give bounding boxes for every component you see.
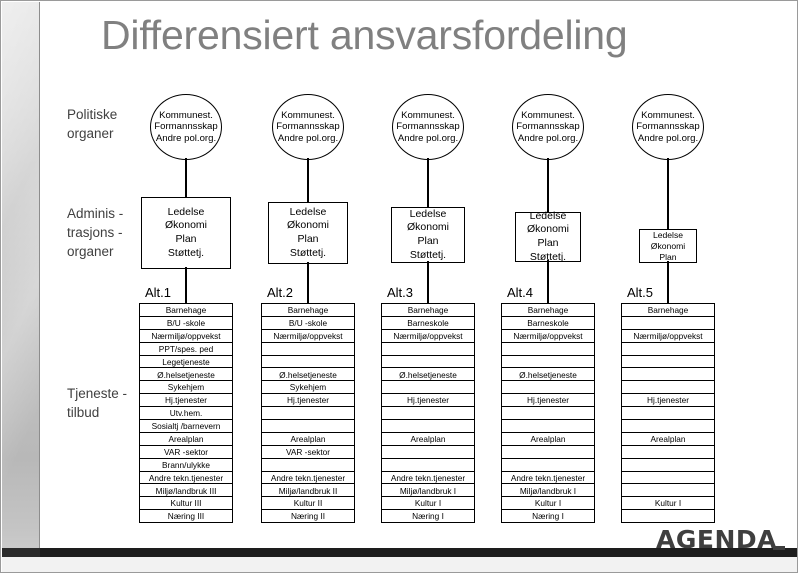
footer-bar-left	[2, 548, 40, 557]
political-line: Formannsskap	[276, 121, 340, 133]
admin-line: Økonomi	[526, 223, 569, 236]
service-row[interactable]: Nærmiljø/oppvekst	[501, 328, 595, 343]
left-gradient-band	[2, 2, 40, 572]
service-row[interactable]: Nærmiljø/oppvekst	[621, 328, 715, 343]
row-label-administrative: Adminis - trasjons - organer	[67, 206, 124, 259]
service-row[interactable]: Sosialtj /barnevern	[139, 419, 233, 434]
admin-line: Plan	[297, 233, 319, 245]
band-highlight	[2, 2, 39, 572]
admin-line: Økonomi	[650, 240, 686, 251]
admin-line: Ledelse	[167, 205, 205, 218]
service-row[interactable]: Næring I	[381, 509, 475, 524]
admin-line: Ledelse	[409, 207, 447, 220]
political-line: Andre pol.org.	[155, 132, 217, 144]
connector-admin-services-alt4	[547, 260, 549, 303]
admin-line: Plan	[417, 235, 439, 247]
alt-caption-alt1: Alt.1	[145, 285, 172, 300]
political-line: Formannsskap	[516, 121, 580, 133]
political-line: Formannsskap	[154, 121, 218, 133]
connector-admin-services-alt3	[427, 261, 429, 303]
political-line: Formannsskap	[636, 121, 700, 133]
political-line: Andre pol.org.	[517, 132, 579, 144]
connector-admin-services-alt2	[307, 262, 309, 303]
alt-caption-alt2: Alt.2	[267, 285, 294, 300]
alt-caption-alt3: Alt.3	[387, 285, 414, 300]
service-row[interactable]: Andre tekn.tjenester	[139, 470, 233, 485]
service-row[interactable]: Nærmiljø/oppvekst	[261, 328, 355, 343]
political-line: Andre pol.org.	[397, 132, 459, 144]
admin-line: Ledelse	[529, 209, 567, 222]
footer-bar	[40, 548, 797, 557]
admin-line: Plan	[175, 233, 197, 245]
political-line: Kommunest.	[401, 109, 455, 121]
connector-political-admin-alt3	[427, 158, 429, 207]
admin-line: Plan	[659, 251, 677, 262]
connector-political-admin-alt2	[307, 158, 309, 202]
political-line: Formannsskap	[396, 121, 460, 133]
admin-line: Støttetj.	[289, 246, 327, 259]
service-row[interactable]: Andre tekn.tjenester	[381, 470, 475, 485]
connector-admin-services-alt5	[667, 261, 669, 303]
service-row[interactable]: Andre tekn.tjenester	[261, 470, 355, 485]
admin-line: Økonomi	[406, 221, 449, 234]
admin-line: Støttetj.	[409, 248, 447, 261]
row-label-services: Tjeneste - tilbud	[67, 386, 128, 420]
admin-line: Økonomi	[164, 219, 207, 232]
service-row[interactable]: Miljø/landbruk II	[261, 483, 355, 498]
political-line: Kommunest.	[641, 109, 695, 121]
admin-line: Økonomi	[286, 219, 329, 232]
row-label-political: Politiske organer	[67, 107, 118, 141]
alt-caption-alt4: Alt.4	[507, 285, 534, 300]
alt-caption-alt5: Alt.5	[627, 285, 654, 300]
political-line: Andre pol.org.	[277, 132, 339, 144]
connector-political-admin-alt1	[185, 158, 187, 197]
admin-line: Plan	[537, 237, 559, 249]
bottom-strip	[2, 557, 797, 572]
connector-political-admin-alt5	[667, 158, 669, 229]
service-row[interactable]: Nærmiljø/oppvekst	[381, 328, 475, 343]
admin-line: Støttetj.	[529, 250, 567, 263]
service-row-empty[interactable]	[621, 509, 715, 524]
political-line: Kommunest.	[159, 109, 213, 121]
service-row[interactable]: Nærmiljø/oppvekst	[139, 328, 233, 343]
admin-line: Ledelse	[652, 229, 684, 240]
page-title: Differensiert ansvarsfordeling	[101, 12, 628, 58]
agenda-logo-mark	[773, 546, 785, 550]
service-row[interactable]: Næring II	[261, 509, 355, 524]
admin-line: Støttetj.	[167, 246, 205, 259]
service-row[interactable]: Næring I	[501, 509, 595, 524]
service-row[interactable]: Andre tekn.tjenester	[501, 470, 595, 485]
agenda-logo: AGENDA	[656, 525, 777, 554]
political-line: Andre pol.org.	[637, 132, 699, 144]
connector-political-admin-alt4	[547, 158, 549, 212]
connector-admin-services-alt1	[185, 267, 187, 303]
political-line: Kommunest.	[521, 109, 575, 121]
admin-line: Ledelse	[289, 205, 327, 218]
service-row[interactable]: Næring III	[139, 509, 233, 524]
political-line: Kommunest.	[281, 109, 335, 121]
